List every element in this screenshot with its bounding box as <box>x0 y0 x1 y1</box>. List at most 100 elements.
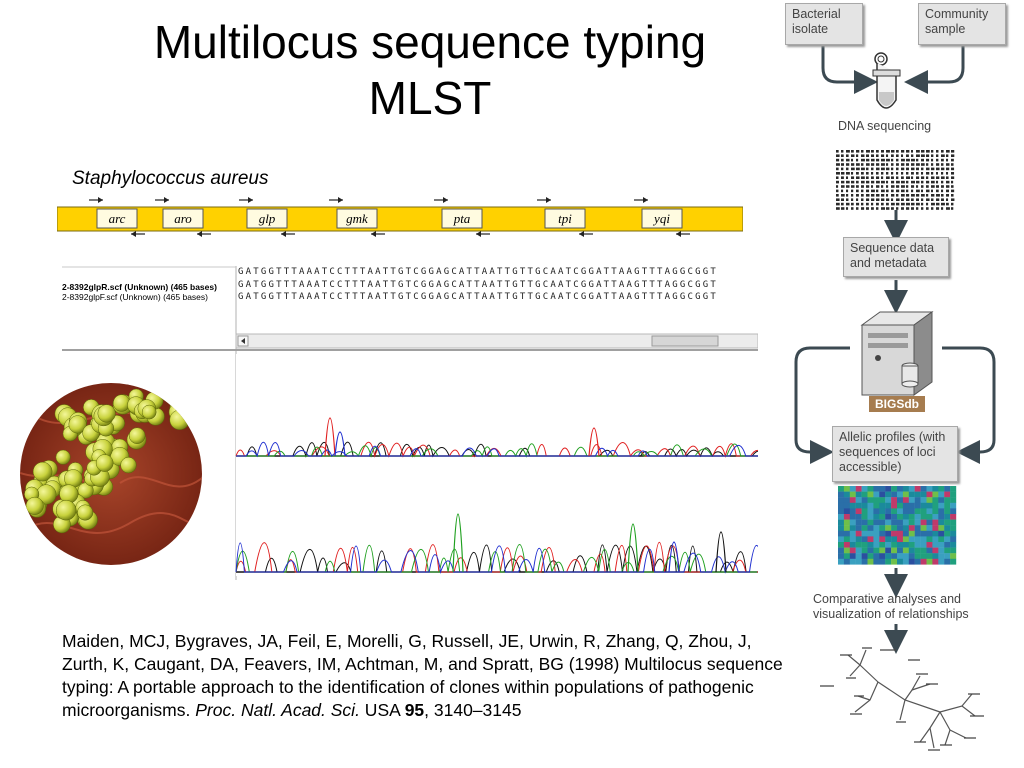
dna-char <box>911 207 914 210</box>
heatmap-cell <box>855 542 862 548</box>
heatmap-cell <box>885 514 892 520</box>
heatmap-cell <box>914 514 921 520</box>
title-line-2: MLST <box>368 72 492 124</box>
dna-char <box>901 176 904 179</box>
dna-char <box>861 150 864 153</box>
heatmap-cell <box>873 542 880 548</box>
sequence-row-label[interactable]: 2-8392glpF.scf (Unknown) (465 bases) <box>62 292 208 302</box>
heatmap-cell <box>950 497 957 503</box>
dna-char <box>841 163 844 166</box>
gene-box-pta <box>441 208 483 229</box>
dna-char <box>886 150 890 153</box>
dna-char <box>926 163 929 166</box>
heatmap-cell <box>938 536 945 543</box>
horizontal-scrollbar[interactable] <box>235 333 758 349</box>
dna-char <box>901 194 905 197</box>
heatmap-cell <box>932 558 939 565</box>
dna-char <box>911 185 915 188</box>
dna-char <box>941 202 945 206</box>
sequence-trace-viewer: GATGGTTTAAATCCTTTAATTGTCGGAGCATTAATTGTTG… <box>62 262 758 580</box>
heatmap-cell <box>908 553 915 559</box>
dna-char <box>851 198 854 201</box>
heatmap-cell <box>902 486 909 492</box>
dna-char <box>846 172 850 175</box>
dna-char <box>856 198 859 201</box>
dna-char <box>951 180 954 184</box>
arrow-right-icon <box>643 197 648 203</box>
scrollbar-thumb[interactable] <box>651 335 719 347</box>
heatmap-cell <box>938 491 945 498</box>
dna-char <box>951 167 955 171</box>
dna-char <box>841 185 845 188</box>
heatmap-cell <box>861 486 868 492</box>
heatmap-cell <box>861 508 868 515</box>
dna-char <box>876 207 879 210</box>
dna-char <box>946 176 949 179</box>
dna-char <box>896 202 900 206</box>
heatmap-cell <box>950 542 957 548</box>
dna-char <box>851 172 854 175</box>
heatmap-cell <box>879 508 886 515</box>
dna-char <box>891 163 894 166</box>
dna-char <box>841 207 845 210</box>
heatmap-cell <box>855 547 862 554</box>
heatmap-cell <box>879 542 886 548</box>
dna-char <box>836 180 840 184</box>
dna-char <box>871 163 875 166</box>
dna-char <box>836 198 840 201</box>
heatmap-cell <box>950 486 957 492</box>
dna-char <box>861 185 864 188</box>
heatmap-cell <box>932 502 939 509</box>
dna-char <box>856 180 859 184</box>
heatmap-cell <box>843 558 850 565</box>
heatmap-cell <box>867 536 874 543</box>
heatmap-cell <box>926 530 933 537</box>
heatmap-cell <box>885 525 892 531</box>
coccus-cell <box>95 454 114 472</box>
trace-peak <box>588 427 600 457</box>
heatmap-cell <box>914 519 921 526</box>
heatmap-cell <box>879 558 886 565</box>
sequence-row-label[interactable]: 2-8392glpR.scf (Unknown) (465 bases) <box>62 282 217 292</box>
dna-char <box>946 172 949 175</box>
dna-char <box>856 154 859 157</box>
dna-char <box>896 198 900 201</box>
heatmap-cell <box>944 514 951 520</box>
dna-char <box>911 180 915 184</box>
dna-char <box>926 180 930 184</box>
heatmap-cell <box>861 558 868 565</box>
heatmap-cell <box>932 525 939 531</box>
dna-char <box>866 189 870 193</box>
dna-char <box>936 194 940 197</box>
heatmap-cell <box>873 553 880 559</box>
dna-char <box>856 189 859 193</box>
heatmap-cell <box>944 530 951 537</box>
dna-char <box>941 189 944 193</box>
dna-char <box>931 194 935 197</box>
dna-char <box>866 185 870 188</box>
heatmap-cell <box>873 536 880 543</box>
heatmap-cell <box>861 519 868 526</box>
dna-char <box>886 163 889 166</box>
coccus-cell <box>141 404 157 420</box>
dna-char <box>856 150 860 153</box>
heatmap-cell <box>891 558 898 565</box>
heatmap-cell <box>902 502 909 509</box>
dna-char <box>941 180 944 184</box>
heatmap-cell <box>938 525 945 531</box>
title-line-1: Multilocus sequence typing <box>153 16 707 68</box>
dna-char <box>841 189 844 193</box>
dna-char <box>931 198 934 201</box>
heatmap-cell <box>838 553 845 559</box>
heatmap-cell <box>926 553 933 559</box>
heatmap-cell <box>897 497 904 503</box>
heatmap-cell <box>950 536 957 543</box>
dna-char <box>891 167 894 171</box>
dna-char <box>866 176 869 179</box>
heatmap-cell <box>855 502 862 509</box>
dna-char <box>936 176 940 179</box>
dna-char <box>951 163 954 166</box>
dna-char <box>841 154 844 157</box>
heatmap-cell <box>873 547 880 554</box>
heatmap-cell <box>873 486 880 492</box>
